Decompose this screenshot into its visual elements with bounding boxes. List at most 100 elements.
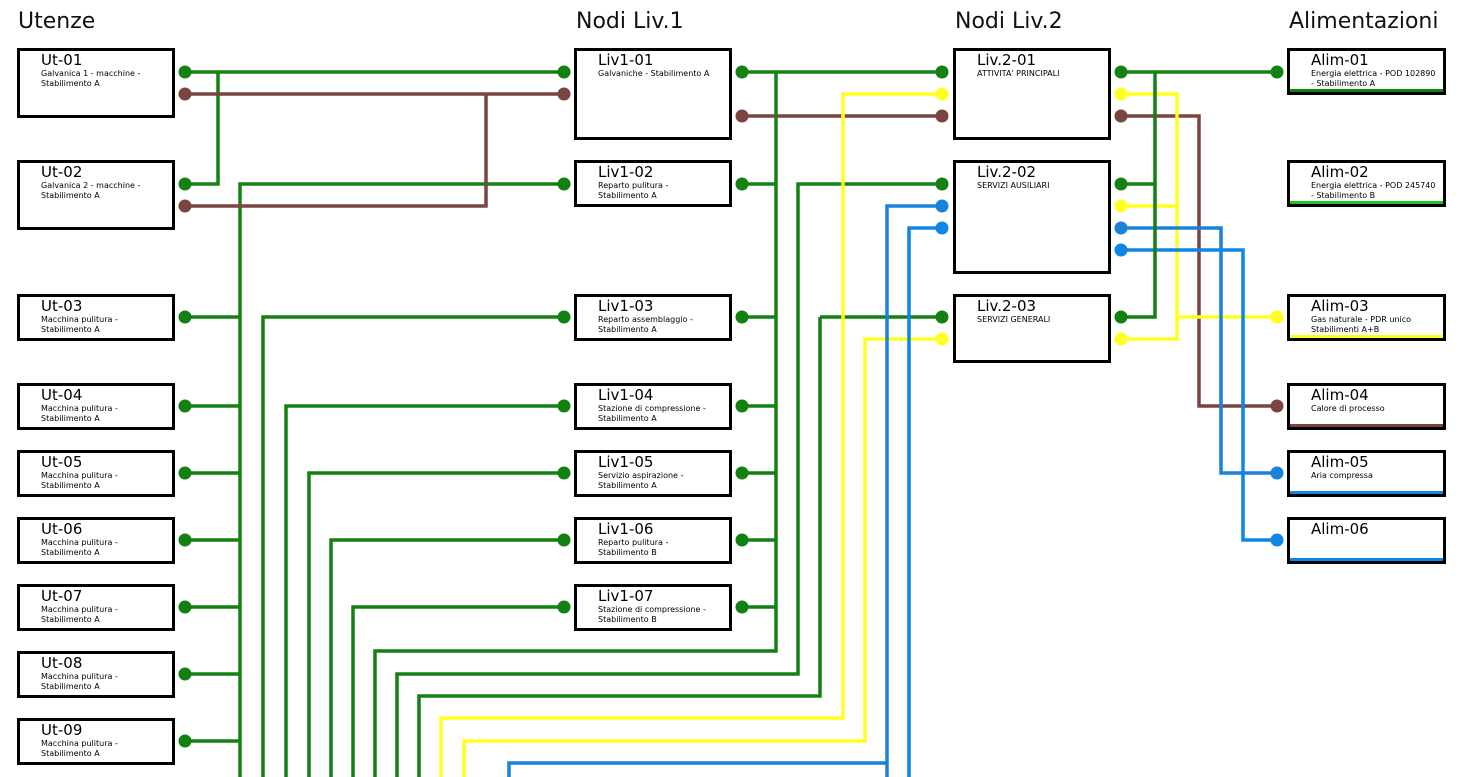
node-id: Alim-06 <box>1311 520 1369 538</box>
connection-line <box>1121 248 1277 542</box>
node-id: Alim-05 <box>1311 453 1369 471</box>
connector-dot <box>735 65 749 79</box>
node-liv1-01[interactable]: Liv1-01 Galvaniche - Stabilimento A <box>574 48 732 140</box>
node-ut-01[interactable]: Ut-01 Galvanica 1 - macchine - Stabilime… <box>17 48 175 118</box>
node-liv2-02[interactable]: Liv.2-02 SERVIZI AUSILIARI <box>953 160 1111 274</box>
connection-line <box>185 72 220 186</box>
connector-dot <box>1114 87 1128 101</box>
connector-dot <box>735 466 749 480</box>
node-ut-09[interactable]: Ut-09 Macchina pulitura - Stabilimento A <box>17 718 175 765</box>
node-description: Reparto assemblaggio - Stabilimento A <box>598 315 693 334</box>
node-description: Galvanica 1 - macchine - Stabilimento A <box>41 69 141 88</box>
connection-line <box>351 605 564 777</box>
node-alim-03[interactable]: Alim-03 Gas naturale - PDR unico Stabili… <box>1287 294 1446 341</box>
connection-line <box>395 406 800 777</box>
column-title-liv2: Nodi Liv.2 <box>955 9 1063 34</box>
node-id: Liv1-01 <box>598 51 654 69</box>
connector-dot <box>178 65 192 79</box>
node-description: Macchina pulitura - Stabilimento A <box>41 404 118 423</box>
connection-line <box>1121 92 1179 341</box>
node-alim-02[interactable]: Alim-02 Energia elettrica - POD 245740 -… <box>1287 160 1446 207</box>
connector-dot <box>178 177 192 191</box>
node-ut-03[interactable]: Ut-03 Macchina pulitura - Stabilimento A <box>17 294 175 341</box>
connector-dot <box>735 109 749 123</box>
node-liv1-04[interactable]: Liv1-04 Stazione di compressione - Stabi… <box>574 383 732 430</box>
column-title-liv1: Nodi Liv.1 <box>576 9 684 34</box>
connector-dot <box>735 310 749 324</box>
node-ut-06[interactable]: Ut-06 Macchina pulitura - Stabilimento A <box>17 517 175 564</box>
connector-dot <box>735 600 749 614</box>
connector-dot <box>735 177 749 191</box>
node-description: Macchina pulitura - Stabilimento A <box>41 605 118 624</box>
connector-dot <box>178 199 192 213</box>
energy-color-bar <box>1290 89 1443 92</box>
energy-color-bar <box>1290 424 1443 427</box>
node-ut-05[interactable]: Ut-05 Macchina pulitura - Stabilimento A <box>17 450 175 497</box>
node-id: Liv1-03 <box>598 297 654 315</box>
node-description: Servizio aspirazione - Stabilimento A <box>598 471 684 490</box>
node-alim-06[interactable]: Alim-06 <box>1287 517 1446 564</box>
node-description: Galvanica 2 - macchine - Stabilimento A <box>41 181 141 200</box>
node-liv2-03[interactable]: Liv.2-03 SERVIZI GENERALI <box>953 294 1111 363</box>
connector-dot <box>557 600 571 614</box>
connection-line <box>439 92 942 777</box>
node-liv1-03[interactable]: Liv1-03 Reparto assemblaggio - Stabilime… <box>574 294 732 341</box>
connector-dot <box>935 199 949 213</box>
connector-dot <box>1114 199 1128 213</box>
connection-line <box>462 337 942 777</box>
connection-line <box>1121 114 1277 408</box>
connection-line <box>796 182 942 406</box>
node-id: Ut-08 <box>41 654 83 672</box>
connector-dot <box>1270 310 1284 324</box>
node-id: Ut-01 <box>41 51 83 69</box>
connector-dot <box>178 533 192 547</box>
node-ut-07[interactable]: Ut-07 Macchina pulitura - Stabilimento A <box>17 584 175 631</box>
column-title-alimentazioni: Alimentazioni <box>1289 9 1439 34</box>
energy-color-bar <box>1290 491 1443 494</box>
column-title-utenze: Utenze <box>18 9 96 34</box>
node-alim-04[interactable]: Alim-04 Calore di processo <box>1287 383 1446 430</box>
node-description: Reparto pulitura - Stabilimento A <box>598 181 669 200</box>
connector-dot <box>1270 533 1284 547</box>
node-id: Liv.2-02 <box>977 163 1037 181</box>
connector-dot <box>1114 332 1128 346</box>
node-liv1-06[interactable]: Liv1-06 Reparto pulitura - Stabilimento … <box>574 517 732 564</box>
connection-line <box>284 404 564 777</box>
connector-dot <box>1114 65 1128 79</box>
node-ut-08[interactable]: Ut-08 Macchina pulitura - Stabilimento A <box>17 651 175 698</box>
connector-dot <box>935 109 949 123</box>
connector-dot <box>735 533 749 547</box>
node-ut-02[interactable]: Ut-02 Galvanica 2 - macchine - Stabilime… <box>17 160 175 230</box>
node-id: Alim-02 <box>1311 163 1369 181</box>
node-description: Energia elettrica - POD 245740 - Stabili… <box>1311 181 1436 200</box>
node-id: Ut-05 <box>41 453 83 471</box>
connector-dot <box>935 221 949 235</box>
connector-dot <box>557 466 571 480</box>
node-id: Alim-04 <box>1311 386 1369 404</box>
connection-line <box>1121 226 1277 475</box>
node-liv1-05[interactable]: Liv1-05 Servizio aspirazione - Stabilime… <box>574 450 732 497</box>
connector-dot <box>1114 243 1128 257</box>
connector-dot <box>178 466 192 480</box>
connector-dot <box>178 310 192 324</box>
connection-line <box>307 471 564 777</box>
connector-dot <box>178 667 192 681</box>
node-description: SERVIZI GENERALI <box>977 315 1051 324</box>
node-liv1-02[interactable]: Liv1-02 Reparto pulitura - Stabilimento … <box>574 160 732 207</box>
connection-line <box>261 315 564 777</box>
connector-dot <box>557 310 571 324</box>
connection-line <box>329 538 564 777</box>
node-description: Stazione di compressione - Stabilimento … <box>598 404 706 423</box>
node-liv2-01[interactable]: Liv.2-01 ATTIVITA' PRINCIPALI <box>953 48 1111 140</box>
node-liv1-07[interactable]: Liv1-07 Stazione di compressione - Stabi… <box>574 584 732 631</box>
node-description: Macchina pulitura - Stabilimento A <box>41 471 118 490</box>
node-ut-04[interactable]: Ut-04 Macchina pulitura - Stabilimento A <box>17 383 175 430</box>
connector-dot <box>935 332 949 346</box>
node-alim-01[interactable]: Alim-01 Energia elettrica - POD 102890 -… <box>1287 48 1446 95</box>
connection-line <box>907 226 942 777</box>
node-alim-05[interactable]: Alim-05 Aria compressa <box>1287 450 1446 497</box>
node-id: Ut-09 <box>41 721 83 739</box>
node-description: Stazione di compressione - Stabilimento … <box>598 605 706 624</box>
connector-dot <box>557 65 571 79</box>
node-id: Ut-03 <box>41 297 83 315</box>
